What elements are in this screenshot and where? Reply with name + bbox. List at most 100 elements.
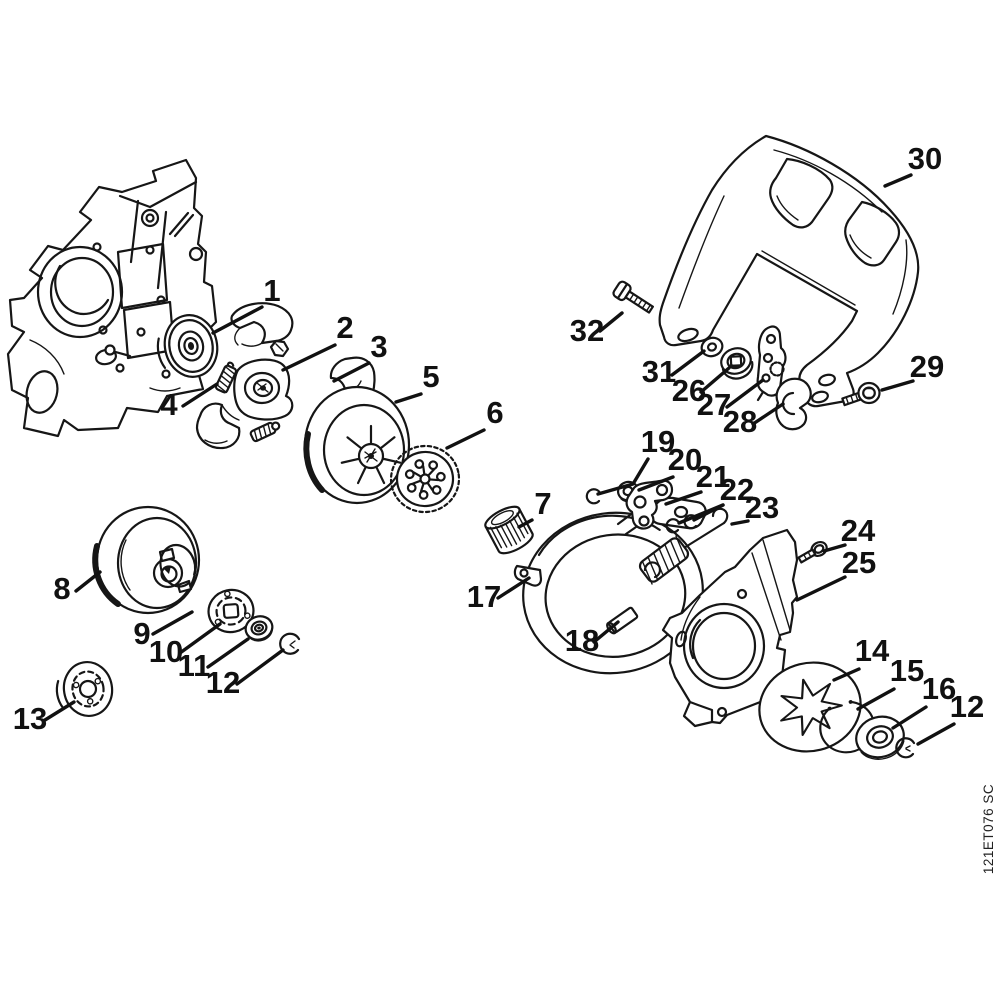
tension-spring-23	[638, 507, 729, 585]
leader-line-3	[332, 361, 371, 383]
leader-line-22-1	[692, 503, 725, 522]
part-label-26: 26	[672, 373, 706, 408]
leader-line-7	[517, 518, 534, 529]
clutch-drum-front	[303, 385, 411, 505]
part-label-6: 6	[486, 395, 503, 430]
support-washer	[156, 314, 219, 378]
part-label-17: 17	[467, 579, 501, 614]
rim-sprocket-front	[389, 444, 461, 514]
leader-line-8	[74, 570, 102, 593]
part-label-31: 31	[642, 354, 676, 389]
part-label-23: 23	[745, 490, 779, 525]
crankcase-housing	[6, 158, 218, 438]
pivot-lever-21	[616, 479, 674, 536]
leader-line-6	[445, 428, 486, 450]
leader-line-32	[598, 311, 624, 333]
leader-line-18	[592, 620, 620, 644]
bearing-washer	[244, 615, 274, 642]
cover-plate	[661, 528, 799, 728]
clutch-spring	[214, 361, 238, 394]
leader-line-31	[670, 349, 706, 377]
leader-line-28	[751, 402, 785, 426]
part-label-12-right: 12	[950, 689, 984, 724]
clutch-spring-roller	[249, 421, 281, 443]
snap-ring-15	[819, 700, 876, 754]
part-label-2: 2	[336, 310, 353, 345]
leader-line-27	[725, 378, 765, 409]
leader-line-21	[664, 490, 703, 506]
screw-24	[797, 540, 828, 564]
leader-line-29	[880, 379, 915, 392]
part-label-16: 16	[922, 671, 956, 706]
part-label-14: 14	[855, 633, 890, 668]
part-label-27: 27	[697, 387, 731, 422]
clutch-shoe-top	[230, 302, 294, 347]
part-label-30: 30	[908, 141, 942, 176]
leader-line-2	[281, 343, 337, 372]
part-label-5: 5	[422, 359, 439, 394]
leader-line-16	[891, 705, 928, 730]
leader-line-15	[856, 687, 896, 711]
leader-line-19	[596, 457, 650, 496]
part-label-7: 7	[534, 486, 551, 521]
star-disc-14	[758, 661, 862, 753]
pawl-28	[775, 377, 812, 431]
leader-line-11	[206, 637, 250, 669]
part-label-10: 10	[149, 634, 183, 669]
clutch-shoe-lower	[195, 402, 241, 450]
part-label-32: 32	[570, 313, 604, 348]
leader-line-5	[394, 392, 423, 404]
drive-plate	[207, 588, 255, 634]
part-label-29: 29	[910, 349, 944, 384]
part-label-25: 25	[842, 545, 876, 580]
part-label-8: 8	[53, 571, 70, 606]
part-label-3: 3	[370, 329, 387, 364]
part-label-24: 24	[841, 513, 876, 548]
leader-line-26	[699, 366, 731, 394]
leader-line-10	[178, 622, 222, 655]
leader-line-13	[43, 700, 76, 722]
snap-ring-9	[159, 543, 197, 588]
part-label-1: 1	[263, 273, 280, 308]
part-label-12-left: 12	[206, 665, 240, 700]
part-label-19: 19	[641, 424, 675, 459]
needle-cage	[484, 505, 534, 555]
e-clip-12-right	[895, 737, 916, 759]
leader-line-25	[795, 575, 847, 602]
part-label-18: 18	[565, 623, 599, 658]
rim-sprocket-side	[55, 660, 114, 718]
labels-layer: 1234567891011121314151612171819202122232…	[13, 141, 984, 746]
brake-lever-27	[756, 325, 787, 402]
e-clip-12-left	[279, 632, 301, 655]
clutch-drum-side	[92, 505, 201, 615]
leader-line-9	[151, 610, 194, 636]
part-label-20: 20	[668, 442, 702, 477]
part-label-13: 13	[13, 701, 47, 736]
e-clip-19	[585, 488, 602, 505]
leader-line-24	[822, 543, 847, 553]
part-label-9: 9	[133, 616, 150, 651]
part-label-15: 15	[890, 653, 924, 688]
part-label-11: 11	[178, 648, 211, 683]
leader-line-17	[496, 576, 531, 600]
screw-32	[612, 280, 654, 314]
bushing-26	[720, 347, 754, 380]
leader-line-12-right	[916, 722, 956, 746]
screw-29	[841, 381, 881, 407]
leader-line-12-left	[235, 648, 285, 686]
part-label-21: 21	[696, 459, 730, 494]
leader-line-23	[730, 519, 750, 526]
leader-line-20	[637, 475, 675, 492]
part-label-22: 22	[720, 472, 754, 507]
leader-line-30	[883, 173, 913, 188]
leader-line-14	[832, 667, 861, 682]
watermark: 121ET076 SC	[981, 784, 996, 874]
clutch-shoe-nut	[269, 339, 290, 358]
leader-line-1	[211, 305, 264, 335]
hand-guard	[658, 134, 920, 408]
e-clip-22a	[665, 518, 681, 534]
leader-line-4	[181, 382, 219, 408]
part-label-4: 4	[160, 387, 178, 422]
